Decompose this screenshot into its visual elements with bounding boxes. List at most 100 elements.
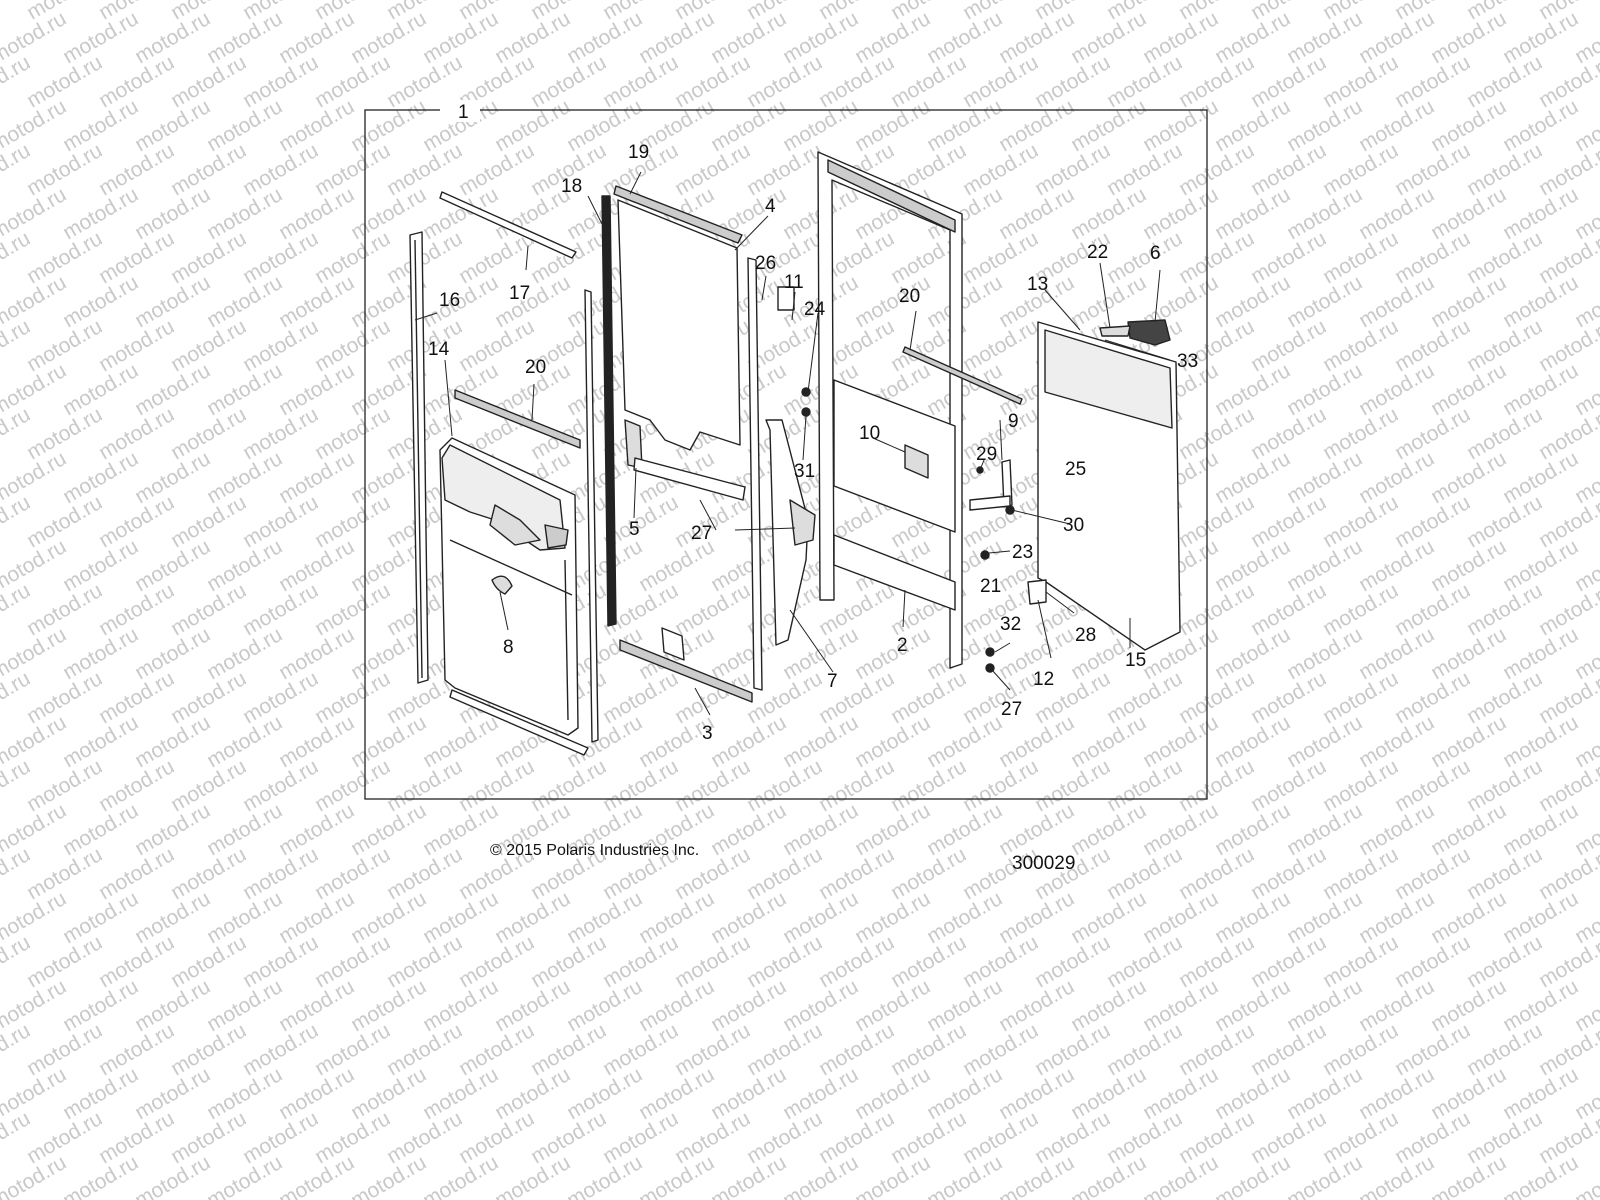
watermark-text: motod.ru <box>1283 7 1366 68</box>
watermark-text: motod.ru <box>1103 51 1186 112</box>
watermark-text: motod.ru <box>59 535 142 596</box>
watermark-text: motod.ru <box>527 403 610 464</box>
watermark-text: motod.ru <box>959 1019 1042 1080</box>
watermark-text: motod.ru <box>1211 887 1294 948</box>
watermark-text: motod.ru <box>383 315 466 376</box>
watermark-text: motod.ru <box>1355 799 1438 860</box>
watermark-text: motod.ru <box>635 887 718 948</box>
watermark-text: motod.ru <box>815 755 898 816</box>
watermark-text: motod.ru <box>311 227 394 288</box>
door-assembly-parts <box>409 151 1181 756</box>
watermark-text: motod.ru <box>743 755 826 816</box>
watermark-text: motod.ru <box>311 579 394 640</box>
watermark-text: motod.ru <box>275 623 358 684</box>
watermark-text: motod.ru <box>23 667 106 728</box>
watermark-text: motod.ru <box>239 227 322 288</box>
watermark-text: motod.ru <box>1463 139 1546 200</box>
watermark-text: motod.ru <box>1427 359 1510 420</box>
watermark-text: motod.ru <box>95 403 178 464</box>
part-19-strip <box>613 185 743 244</box>
watermark-text: motod.ru <box>1283 447 1366 508</box>
watermark-text: motod.ru <box>491 7 574 68</box>
watermark-text: motod.ru <box>383 843 466 904</box>
watermark-text: motod.ru <box>311 139 394 200</box>
watermark-text: motod.ru <box>275 711 358 772</box>
watermark-text: motod.ru <box>95 579 178 640</box>
watermark-text: motod.ru <box>1283 799 1366 860</box>
watermark-text: motod.ru <box>815 1107 898 1168</box>
watermark-text: motod.ru <box>1427 623 1510 684</box>
watermark-text: motod.ru <box>23 227 106 288</box>
watermark-text: motod.ru <box>743 843 826 904</box>
watermark-text: motod.ru <box>59 95 142 156</box>
callout-10: 10 <box>859 423 880 444</box>
watermark-text: motod.ru <box>1247 51 1330 112</box>
watermark-text: motod.ru <box>1499 535 1582 596</box>
watermark-text: motod.ru <box>1247 931 1330 992</box>
watermark-text: motod.ru <box>1463 51 1546 112</box>
watermark-text: motod.ru <box>959 315 1042 376</box>
watermark-text: motod.ru <box>671 51 754 112</box>
callout-28: 28 <box>1075 625 1096 646</box>
watermark-text: motod.ru <box>563 1063 646 1124</box>
watermark-text: motod.ru <box>23 579 106 640</box>
watermark-text: motod.ru <box>959 755 1042 816</box>
watermark-text: motod.ru <box>707 7 790 68</box>
part-11-plate <box>777 286 795 311</box>
watermark-text: motod.ru <box>527 1019 610 1080</box>
watermark-text: motod.ru <box>203 799 286 860</box>
watermark-text: motod.ru <box>383 931 466 992</box>
watermark-text: motod.ru <box>275 95 358 156</box>
watermark-text: motod.ru <box>59 7 142 68</box>
watermark-text: motod.ru <box>59 623 142 684</box>
watermark-text: motod.ru <box>1319 579 1402 640</box>
watermark-text: motod.ru <box>1175 755 1258 816</box>
watermark-text: motod.ru <box>167 667 250 728</box>
watermark-text: motod.ru <box>1463 227 1546 288</box>
watermark-text: motod.ru <box>275 1063 358 1124</box>
watermark-text: motod.ru <box>815 51 898 112</box>
watermark-text: motod.ru <box>527 1107 610 1168</box>
watermark-text: motod.ru <box>1283 271 1366 332</box>
watermark-text: motod.ru <box>1211 535 1294 596</box>
watermark-text: motod.ru <box>239 403 322 464</box>
watermark-text: motod.ru <box>1319 51 1402 112</box>
watermark-text: motod.ru <box>1499 447 1582 508</box>
watermark-text: motod.ru <box>851 7 934 68</box>
watermark-text: motod.ru <box>1391 491 1474 552</box>
watermark-text: motod.ru <box>743 1107 826 1168</box>
watermark-text: motod.ru <box>995 887 1078 948</box>
watermark-text: motod.ru <box>419 975 502 1036</box>
watermark-text: motod.ru <box>995 799 1078 860</box>
watermark-text: motod.ru <box>1175 139 1258 200</box>
watermark-text: motod.ru <box>455 755 538 816</box>
watermark-text: motod.ru <box>1499 271 1582 332</box>
watermark-text: motod.ru <box>23 1019 106 1080</box>
watermark-text: motod.ru <box>851 711 934 772</box>
watermark-text: motod.ru <box>887 843 970 904</box>
watermark-text: motod.ru <box>59 975 142 1036</box>
watermark-text: motod.ru <box>1211 359 1294 420</box>
watermark-text: motod.ru <box>275 535 358 596</box>
watermark-text: motod.ru <box>851 975 934 1036</box>
part-20-channel-right <box>902 346 1023 405</box>
watermark-text: motod.ru <box>1283 95 1366 156</box>
watermark-text: motod.ru <box>383 227 466 288</box>
watermark-text: motod.ru <box>1355 95 1438 156</box>
callout-11: 11 <box>784 272 804 293</box>
watermark-text: motod.ru <box>347 975 430 1036</box>
watermark-text: motod.ru <box>419 271 502 332</box>
watermark-text: motod.ru <box>1103 227 1186 288</box>
watermark-text: motod.ru <box>1031 139 1114 200</box>
watermark-text: motod.ru <box>311 1107 394 1168</box>
watermark-text: motod.ru <box>23 1107 106 1168</box>
watermark-text: motod.ru <box>1247 579 1330 640</box>
watermark-text: motod.ru <box>1247 1107 1330 1168</box>
watermark-text: motod.ru <box>1571 1151 1600 1200</box>
watermark-text: motod.ru <box>239 579 322 640</box>
watermark-text: motod.ru <box>1463 843 1546 904</box>
watermark-text: motod.ru <box>1427 711 1510 772</box>
watermark-text: motod.ru <box>1427 183 1510 244</box>
watermark-text: motod.ru <box>1355 975 1438 1036</box>
callout-1: 1 <box>458 102 469 123</box>
